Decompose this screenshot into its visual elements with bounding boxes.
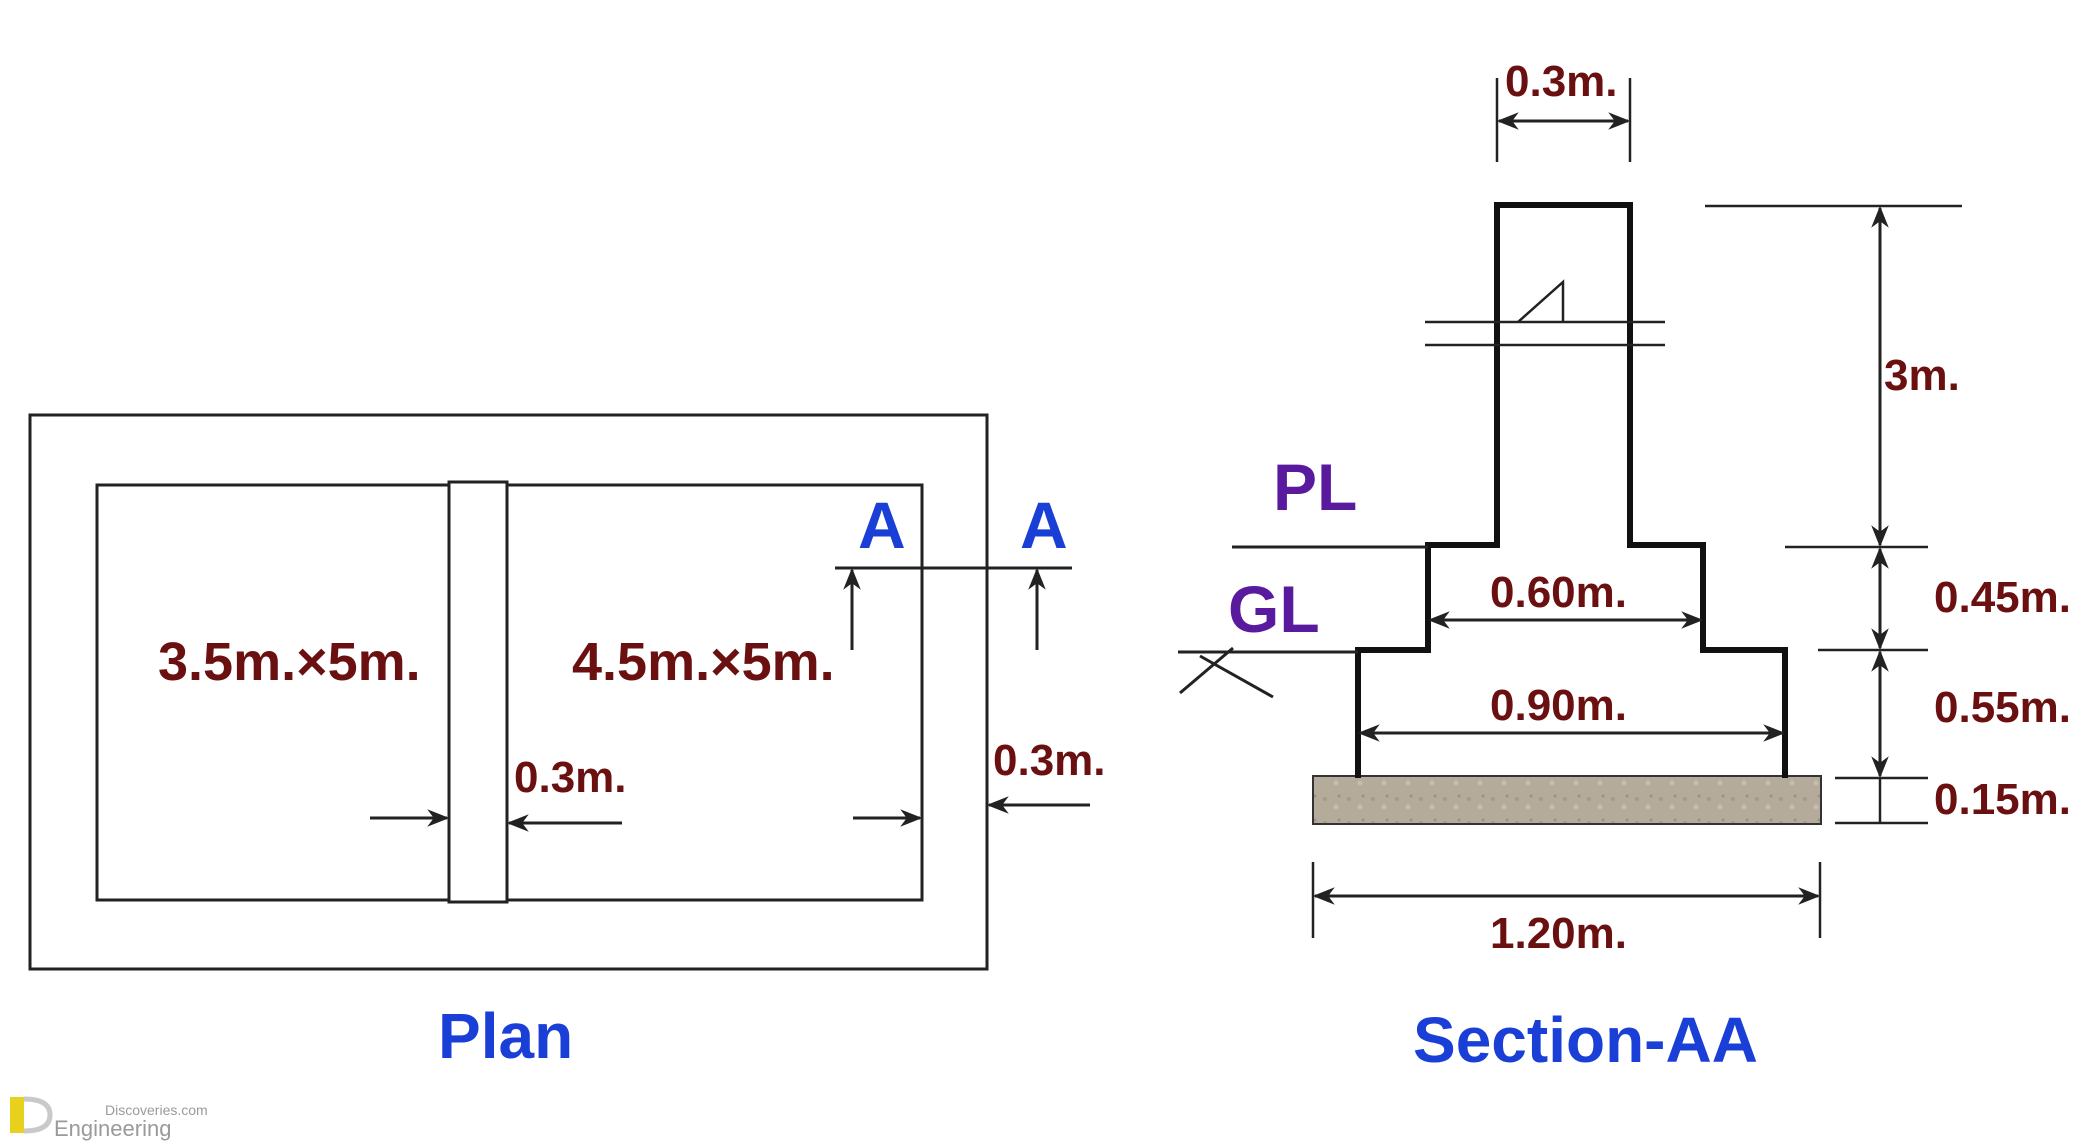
section-caption: Section-AA [1413, 1004, 1758, 1076]
plan-view: 3.5m.×5m. 4.5m.×5m. 0.3m. 0.3m. A A Plan [28, 413, 1106, 1072]
watermark-logo: Discoveries.com Engineering [10, 1096, 208, 1141]
room2-label: 4.5m.×5m. [572, 632, 835, 692]
step1-height-label: 0.45m. [1934, 573, 2071, 622]
section-view: PL GL 0.3m. 0.60m. 0.90m. 1.20m. 3m. [1178, 57, 2071, 1076]
section-mark-left: A [858, 488, 906, 562]
section-mark-right: A [1020, 488, 1068, 562]
room1-label: 3.5m.×5m. [158, 632, 421, 692]
plinth-level-label: PL [1273, 450, 1357, 524]
wall-footing-outline [1355, 202, 1788, 778]
plan-caption: Plan [438, 1000, 573, 1072]
watermark-line1: Discoveries.com [105, 1102, 208, 1118]
ground-hatch-2 [1199, 654, 1274, 699]
logo-icon [10, 1097, 24, 1133]
footing-width-label: 1.20m. [1490, 909, 1627, 958]
break-symbol [1517, 279, 1565, 323]
wall-height-label: 3m. [1884, 351, 1960, 400]
wall-width-label: 0.3m. [1505, 57, 1618, 106]
outer-wall-thickness-label: 0.3m. [993, 736, 1106, 785]
watermark-line2: Engineering [54, 1116, 171, 1141]
footing-thickness-label: 0.15m. [1934, 775, 2071, 824]
outer-wall-outline [28, 413, 989, 971]
ground-hatch-1 [1179, 646, 1234, 695]
inner-wall-outline [95, 483, 924, 902]
ground-level-label: GL [1228, 572, 1320, 646]
concrete-footing [1312, 775, 1822, 825]
step2-width-label: 0.90m. [1490, 681, 1627, 730]
partition-wall [447, 480, 509, 904]
partition-thickness-label: 0.3m. [514, 753, 627, 802]
logo-e-icon [23, 1096, 53, 1134]
step1-width-label: 0.60m. [1490, 568, 1627, 617]
step2-height-label: 0.55m. [1934, 683, 2071, 732]
